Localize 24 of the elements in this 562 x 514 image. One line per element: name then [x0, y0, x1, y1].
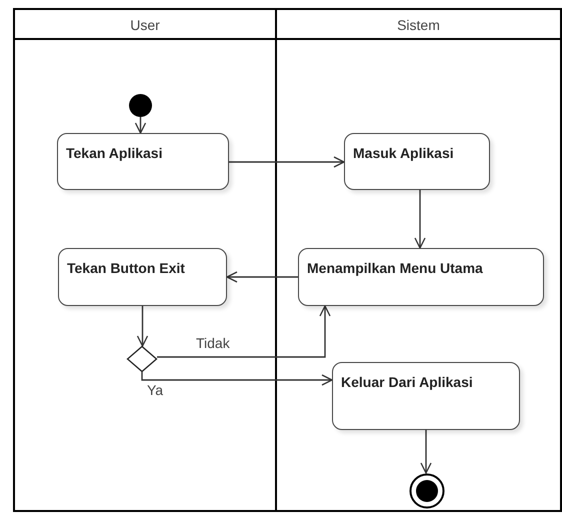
edge-label: Ya [146, 383, 164, 398]
activity-label: Keluar Dari Aplikasi [340, 373, 474, 390]
activity-box [58, 248, 227, 306]
lane-title: User [14, 10, 276, 40]
activity-box [332, 362, 520, 430]
arrow [136, 306, 148, 347]
arrow [134, 117, 146, 134]
arrow [229, 156, 345, 168]
edge-label: Tidak [195, 336, 231, 351]
arrow [141, 372, 333, 386]
activity-label: Tekan Aplikasi [65, 144, 164, 161]
swimlane [275, 8, 562, 512]
arrow [157, 305, 331, 358]
activity-label: Masuk Aplikasi [352, 144, 455, 161]
swimlane [13, 8, 277, 512]
activity-label: Menampilkan Menu Utama [306, 259, 484, 276]
lane-title: Sistem [276, 10, 561, 40]
activity-box [344, 133, 490, 190]
arrow [420, 430, 432, 474]
arrow [414, 190, 426, 249]
activity-label: Tekan Button Exit [66, 259, 186, 276]
arrow [226, 271, 298, 283]
activity-box [57, 133, 229, 190]
activity-box [298, 248, 544, 306]
